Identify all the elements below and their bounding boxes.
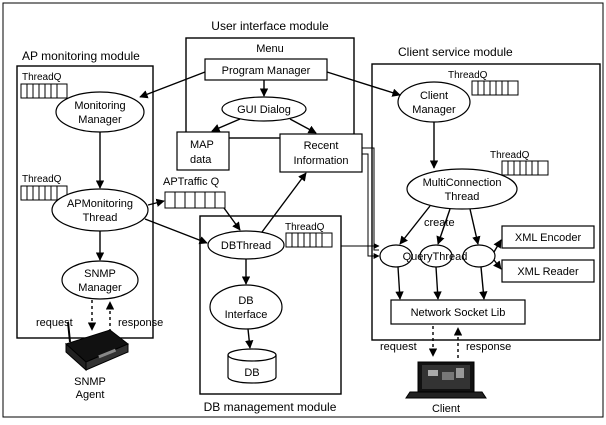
db-management-module-title: DB management module	[204, 400, 337, 414]
db-threadq-label: ThreadQ	[285, 222, 325, 233]
db-management-module-box	[199, 215, 342, 395]
client-request-response-arrows	[428, 326, 463, 358]
ap-monitoring-thread-line2: Thread	[83, 212, 118, 224]
db-interface-line2: Interface	[225, 309, 268, 321]
ap-threadq-label-2: ThreadQ	[22, 174, 62, 185]
multiconnection-thread-line2: Thread	[445, 191, 480, 203]
multiconnection-thread-line1: MultiConnection	[423, 177, 502, 189]
aptraffic-q-label: APTraffic Q	[163, 176, 220, 188]
xml-encoder-label: XML Encoder	[515, 232, 582, 244]
snmp-response-label: response	[118, 317, 163, 329]
multiconnection-thread-node	[406, 168, 518, 210]
recent-information-line2: Information	[293, 155, 348, 167]
snmp-request-label: request	[36, 317, 73, 329]
db-label: DB	[244, 367, 259, 379]
client-manager-line1: Client	[420, 90, 448, 102]
client-manager-line2: Manager	[412, 104, 456, 116]
thread-queue-icon	[20, 83, 68, 99]
snmp-manager-line1: SNMP	[84, 268, 116, 280]
thread-queue-icon	[285, 232, 333, 248]
client-service-module-box	[371, 63, 601, 341]
ap-monitoring-module-title: AP monitoring module	[22, 49, 140, 63]
database-cylinder-icon	[227, 348, 277, 384]
monitoring-manager-node	[55, 91, 145, 133]
network-socket-lib-label: Network Socket Lib	[411, 307, 506, 319]
thread-queue-icon	[501, 160, 549, 176]
ap-monitoring-thread-node	[51, 188, 149, 232]
outer-frame	[2, 2, 604, 418]
monitoring-manager-line2: Manager	[78, 114, 122, 126]
program-manager-box	[204, 58, 328, 81]
map-data-line2: data	[190, 154, 212, 166]
menu-label: Menu	[256, 43, 284, 55]
thread-queue-icon	[471, 80, 519, 96]
connector-arrows	[95, 71, 502, 349]
aptraffic-queue-icon	[164, 191, 226, 209]
xml-reader-label: XML Reader	[517, 266, 579, 278]
db-interface-line1: DB	[238, 295, 253, 307]
recent-info-query-link	[341, 147, 380, 259]
snmp-manager-node	[61, 260, 139, 300]
db-thread-label: DBThread	[221, 240, 271, 252]
client-service-module-title: Client service module	[398, 45, 513, 59]
map-data-box	[176, 131, 230, 171]
recent-information-line1: Recent	[304, 140, 339, 152]
client-label: Client	[432, 403, 460, 415]
client-manager-node	[397, 81, 471, 123]
snmp-agent-router-icon	[65, 321, 129, 372]
ap-monitoring-thread-line1: APMonitoring	[67, 198, 133, 210]
snmp-request-response-arrows	[87, 300, 115, 332]
query-thread-ellipses	[379, 244, 496, 268]
xml-encoder-box	[501, 225, 595, 249]
cs-threadq-label-1: ThreadQ	[448, 70, 488, 81]
client-laptop-icon	[405, 361, 487, 399]
client-request-label: request	[380, 341, 417, 353]
thread-queue-icon	[20, 185, 68, 201]
query-thread-label: QueryThread	[403, 251, 468, 263]
user-interface-module-title: User interface module	[211, 19, 329, 33]
create-label: create	[424, 217, 455, 229]
cs-threadq-label-2: ThreadQ	[490, 150, 530, 161]
network-socket-lib-box	[390, 299, 526, 325]
xml-reader-box	[501, 259, 595, 283]
snmp-agent-line2: Agent	[76, 389, 105, 401]
map-data-line1: MAP	[190, 139, 214, 151]
snmp-manager-line2: Manager	[78, 282, 122, 294]
db-interface-node	[209, 284, 283, 330]
ap-threadq-label-1: ThreadQ	[22, 72, 62, 83]
gui-dialog-label: GUI Dialog	[237, 104, 291, 116]
monitoring-manager-line1: Monitoring	[74, 100, 125, 112]
client-response-label: response	[466, 341, 511, 353]
recent-information-box	[279, 133, 363, 173]
gui-dialog-node	[221, 96, 307, 122]
program-manager-label: Program Manager	[222, 65, 311, 77]
snmp-agent-line1: SNMP	[74, 376, 106, 388]
user-interface-module-box	[185, 37, 355, 139]
